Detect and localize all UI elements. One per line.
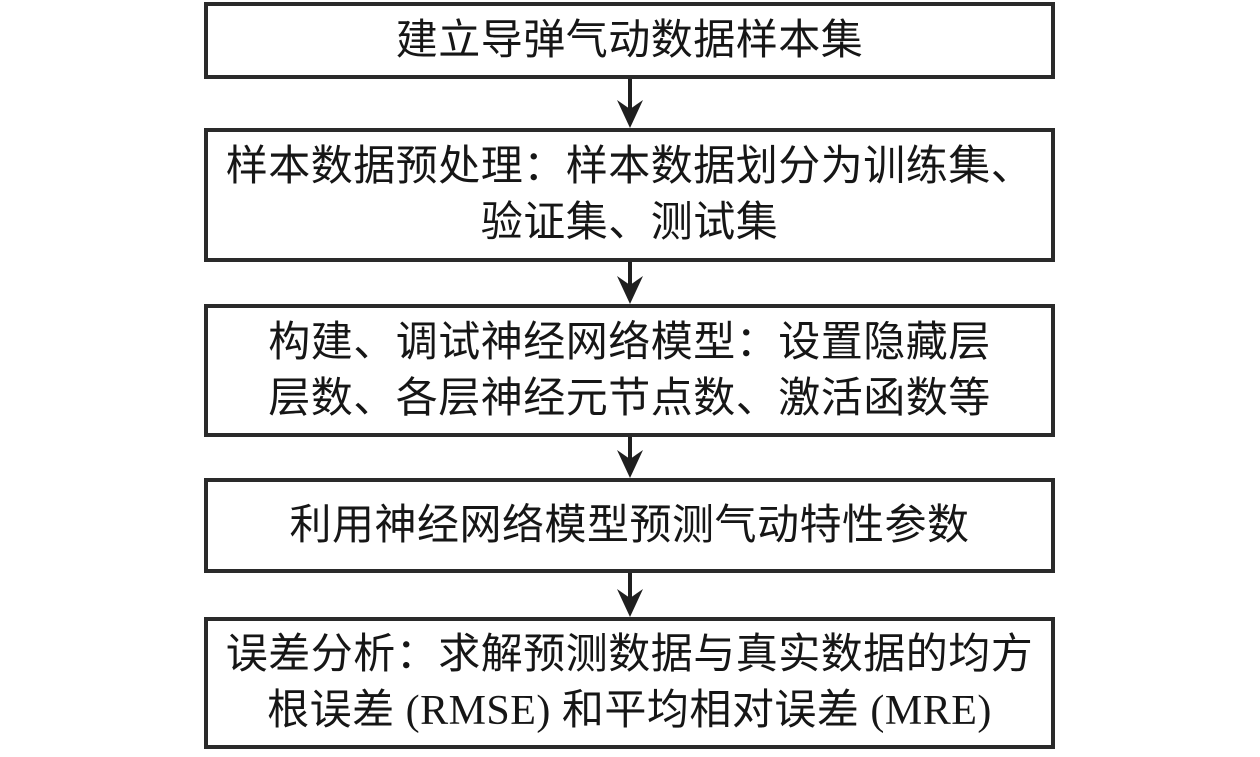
flow-step-3: 构建、调试神经网络模型：设置隐藏层 层数、各层神经元节点数、激活函数等 [204, 304, 1055, 437]
flow-step-2: 样本数据预处理：样本数据划分为训练集、 验证集、测试集 [204, 128, 1055, 262]
flow-step-1-text: 建立导弹气动数据样本集 [395, 17, 864, 64]
flow-step-1: 建立导弹气动数据样本集 [204, 2, 1055, 79]
flow-step-2-text-line1: 样本数据预处理：样本数据划分为训练集、 [225, 144, 1034, 190]
down-arrow-icon [617, 262, 643, 304]
down-arrow-icon [617, 437, 643, 478]
flow-step-2-text-line2: 验证集、测试集 [480, 200, 779, 246]
flow-step-5-text-line2: 根误差 (RMSE) 和平均相对误差 (MRE) [267, 688, 992, 734]
down-arrow-icon [617, 79, 643, 128]
flow-step-5-text-line1: 误差分析：求解预测数据与真实数据的均方 [225, 632, 1034, 678]
flow-step-3-text-line1: 构建、调试神经网络模型：设置隐藏层 [268, 319, 991, 366]
flow-step-4: 利用神经网络模型预测气动特性参数 [204, 478, 1055, 573]
down-arrow-icon [617, 573, 643, 617]
flow-step-3-text-line2: 层数、各层神经元节点数、激活函数等 [268, 375, 991, 422]
flow-step-4-text: 利用神经网络模型预测气动特性参数 [289, 502, 970, 549]
flow-step-5: 误差分析：求解预测数据与真实数据的均方 根误差 (RMSE) 和平均相对误差 (… [204, 617, 1055, 749]
